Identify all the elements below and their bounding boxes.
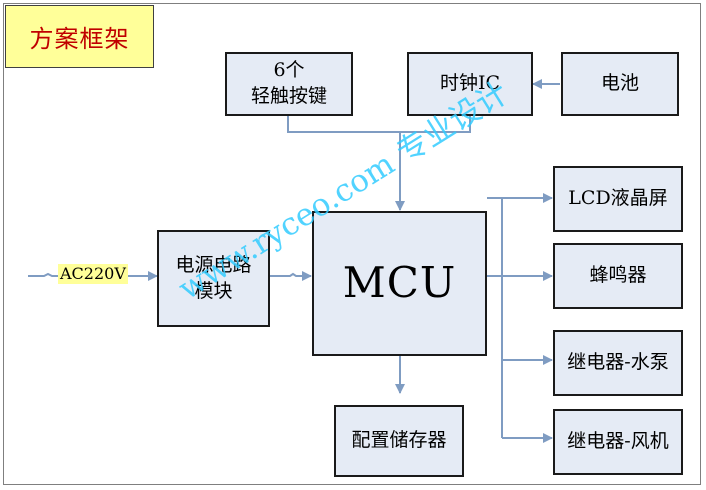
block-power-module: 电源电路 模块 bbox=[157, 230, 270, 327]
block-relay-pump: 继电器-水泵 bbox=[553, 330, 683, 396]
block-mcu: MCU bbox=[312, 211, 487, 356]
block-battery: 电池 bbox=[561, 52, 679, 116]
block-config-storage: 配置储存器 bbox=[334, 405, 464, 477]
block-lcd-screen: LCD液晶屏 bbox=[553, 166, 683, 232]
block-buzzer: 蜂鸣器 bbox=[553, 243, 683, 309]
diagram-title: 方案框架 bbox=[5, 5, 154, 68]
ac-input-label: AC220V bbox=[58, 264, 128, 284]
wire-keys bbox=[287, 115, 471, 133]
block-clock-ic: 时钟IC bbox=[407, 52, 533, 116]
block-touch-keys: 6个 轻触按键 bbox=[225, 52, 353, 116]
wire-power-mcu bbox=[270, 271, 312, 281]
block-relay-fan: 继电器-风机 bbox=[553, 409, 683, 475]
wire-ac-input bbox=[28, 272, 58, 277]
